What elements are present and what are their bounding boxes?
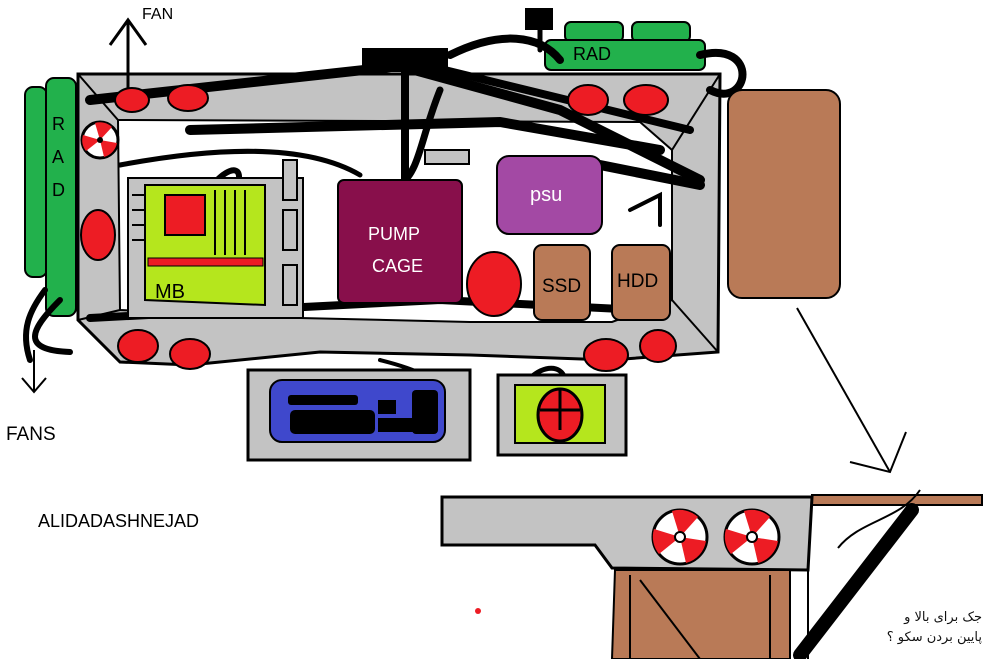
side-platform bbox=[440, 489, 983, 659]
case-fans bbox=[80, 84, 677, 372]
fan-bottom-left-1 bbox=[117, 329, 159, 363]
mouse-tray bbox=[496, 373, 628, 457]
side-desk-panel bbox=[727, 89, 841, 299]
left-rad-letter-2: A bbox=[52, 147, 64, 167]
jack-note-line2: پایین بردن سکو ؟ bbox=[886, 630, 982, 645]
fan-left-side bbox=[80, 209, 116, 261]
fan-label: FAN bbox=[142, 6, 173, 23]
top-radiator bbox=[544, 21, 706, 71]
left-rad-label: R A D bbox=[52, 114, 65, 200]
motherboard: MB bbox=[127, 159, 304, 319]
fan-bottom-left-2 bbox=[169, 338, 211, 370]
left-rad-letter-1: R bbox=[52, 114, 65, 134]
jack-note: جک برای بالا و پایین بردن سکو ؟ bbox=[852, 608, 982, 648]
top-rad-label: RAD bbox=[573, 44, 611, 64]
left-radiator bbox=[24, 77, 77, 317]
fan-bottom-right-2 bbox=[639, 329, 677, 363]
fan-top-left-1 bbox=[114, 87, 150, 113]
fan-top-right-1 bbox=[567, 84, 609, 116]
jack-note-line1: جک برای بالا و bbox=[904, 610, 982, 625]
pump-cage: PUMP CAGE bbox=[337, 179, 463, 304]
fan-up-arrow bbox=[108, 17, 148, 95]
fan-top-right-2 bbox=[623, 84, 669, 116]
radial-fan-left bbox=[80, 120, 120, 160]
keyboard-tray bbox=[246, 368, 472, 462]
platform-fan-1 bbox=[651, 508, 709, 566]
ssd: SSD bbox=[533, 244, 591, 321]
hdd-label: HDD bbox=[617, 271, 658, 292]
left-rad-letter-3: D bbox=[52, 180, 65, 200]
red-dot bbox=[475, 608, 481, 614]
fan-center bbox=[466, 251, 522, 317]
author-label: ALIDADASHNEJAD bbox=[38, 511, 199, 531]
pump-cage-label-line2: CAGE bbox=[372, 256, 423, 276]
mb-label: MB bbox=[155, 281, 185, 303]
fan-bottom-right-1 bbox=[583, 338, 629, 372]
pump-bracket bbox=[424, 149, 470, 165]
ssd-label: SSD bbox=[542, 276, 581, 297]
fans-down-arrow bbox=[21, 350, 47, 394]
fans-label: FANS bbox=[6, 424, 56, 445]
fan-top-left-2 bbox=[167, 84, 209, 112]
pump-cage-label-line1: PUMP bbox=[368, 224, 420, 244]
psu-label: psu bbox=[530, 184, 562, 206]
psu: psu bbox=[496, 155, 603, 235]
hdd: HDD bbox=[611, 244, 671, 321]
platform-fan-2 bbox=[723, 508, 781, 566]
platform-arrow bbox=[796, 307, 907, 474]
